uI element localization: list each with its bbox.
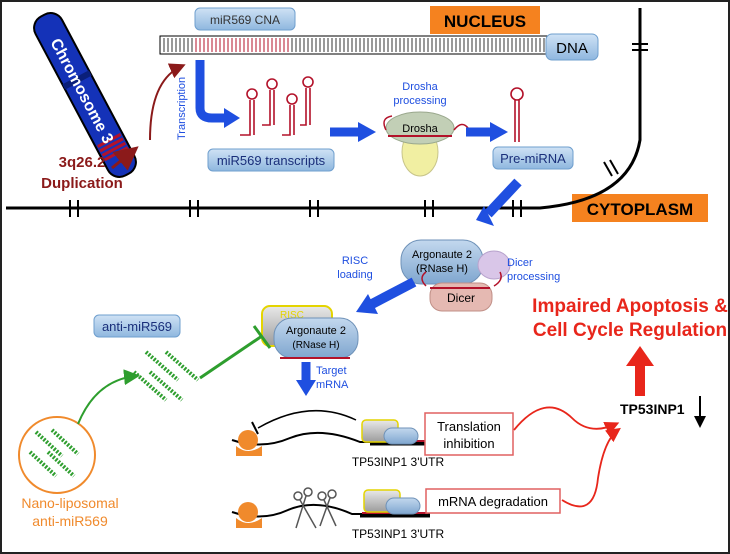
pre-mirna-label: Pre-miRNA bbox=[492, 146, 574, 170]
impaired-up-arrow bbox=[626, 346, 654, 396]
drosha-complex: Drosha bbox=[383, 111, 469, 177]
tp53-down-arrow bbox=[694, 396, 706, 428]
svg-text:(RNase H): (RNase H) bbox=[292, 340, 339, 351]
mir-cna-label: miR569 CNA bbox=[194, 7, 296, 31]
dicer-processing-label-2: processing bbox=[507, 271, 560, 283]
utr-label-2: TP53INP1 3'UTR bbox=[352, 527, 445, 541]
dna-strand bbox=[159, 35, 551, 55]
nano-label-1: Nano-liposomal bbox=[21, 495, 118, 511]
impaired-label-1: Impaired Apoptosis & bbox=[532, 296, 728, 317]
risc-loading-label-1: RISC bbox=[342, 255, 368, 267]
risc-loading-arrow bbox=[356, 277, 417, 314]
nuclear-membrane-line bbox=[6, 200, 522, 217]
drosha-processing-label-1: Drosha bbox=[402, 81, 438, 93]
degradation-to-tp53-arrow bbox=[561, 427, 621, 508]
mrna-degradation bbox=[231, 489, 430, 528]
svg-text:inhibition: inhibition bbox=[443, 436, 494, 451]
nucleus-label: NUCLEUS bbox=[430, 6, 540, 34]
svg-text:anti-miR569: anti-miR569 bbox=[102, 319, 172, 334]
nano-label-2: anti-miR569 bbox=[32, 513, 108, 529]
svg-text:3q26.2: 3q26.2 bbox=[59, 154, 106, 171]
target-mrna-label-2: mRNA bbox=[316, 379, 349, 391]
nano-liposome bbox=[18, 416, 96, 494]
svg-text:Argonaute 2: Argonaute 2 bbox=[286, 325, 346, 337]
export-arrow bbox=[476, 178, 522, 226]
svg-text:NUCLEUS: NUCLEUS bbox=[444, 12, 526, 31]
chromosome-to-dna-arrow bbox=[149, 63, 186, 141]
dna-label: DNA bbox=[545, 33, 599, 61]
impaired-label-2: Cell Cycle Regulation bbox=[533, 320, 727, 341]
dicer-processing-label-1: Dicer bbox=[507, 257, 533, 269]
membrane-break-marks bbox=[603, 43, 648, 177]
nuclear-membrane-curve bbox=[520, 8, 642, 210]
svg-text:(RNase H): (RNase H) bbox=[416, 263, 468, 275]
target-mrna-arrow bbox=[296, 362, 316, 396]
svg-text:miR569 transcripts: miR569 transcripts bbox=[217, 153, 326, 168]
cytoplasm-label: CYTOPLASM bbox=[572, 194, 708, 222]
ago2-dicer-complex: Argonaute 2 (RNase H) Dicer bbox=[400, 239, 511, 312]
target-mrna-label-1: Target bbox=[316, 365, 347, 377]
duplication-label: 3q26.2 Duplication bbox=[41, 146, 139, 192]
to-premirna-arrowhead bbox=[490, 122, 508, 142]
pre-mirna-hairpin bbox=[510, 87, 524, 142]
scissors-icon bbox=[293, 487, 337, 529]
mrna-degradation-box: mRNA degradation bbox=[425, 488, 561, 514]
svg-text:mRNA degradation: mRNA degradation bbox=[438, 494, 548, 509]
svg-text:RISC: RISC bbox=[280, 310, 304, 321]
utr-label-1: TP53INP1 3'UTR bbox=[352, 455, 445, 469]
mrna-translation bbox=[231, 409, 438, 456]
svg-text:CYTOPLASM: CYTOPLASM bbox=[587, 200, 693, 219]
svg-text:Pre-miRNA: Pre-miRNA bbox=[500, 151, 566, 166]
svg-text:Argonaute 2: Argonaute 2 bbox=[412, 249, 472, 261]
risc-complex: RISC Argonaute 2 (RNase H) bbox=[261, 305, 359, 359]
risc-loading-label-2: loading bbox=[337, 269, 372, 281]
svg-text:Duplication: Duplication bbox=[41, 175, 123, 192]
svg-text:Dicer: Dicer bbox=[447, 291, 475, 305]
nano-to-anti-mir-arrow bbox=[77, 369, 140, 425]
translation-to-tp53-arrow bbox=[513, 406, 620, 436]
transcription-label: Transcription bbox=[176, 77, 188, 140]
to-drosha-arrowhead bbox=[358, 122, 376, 142]
anti-mir-label: anti-miR569 bbox=[93, 314, 181, 338]
translation-inhibition-box: Translation inhibition bbox=[424, 412, 514, 456]
drosha-processing-label-2: processing bbox=[393, 95, 446, 107]
svg-text:miR569 CNA: miR569 CNA bbox=[210, 13, 280, 27]
svg-text:Translation: Translation bbox=[437, 419, 501, 434]
svg-text:DNA: DNA bbox=[556, 40, 588, 57]
mir-transcripts-hairpins bbox=[240, 76, 314, 136]
tp53inp1-label: TP53INP1 bbox=[620, 401, 685, 417]
mir-transcripts-label: miR569 transcripts bbox=[207, 148, 335, 172]
transcription-arrow bbox=[195, 60, 240, 128]
anti-mir-inhibition bbox=[199, 325, 272, 380]
svg-text:Drosha: Drosha bbox=[402, 123, 438, 135]
